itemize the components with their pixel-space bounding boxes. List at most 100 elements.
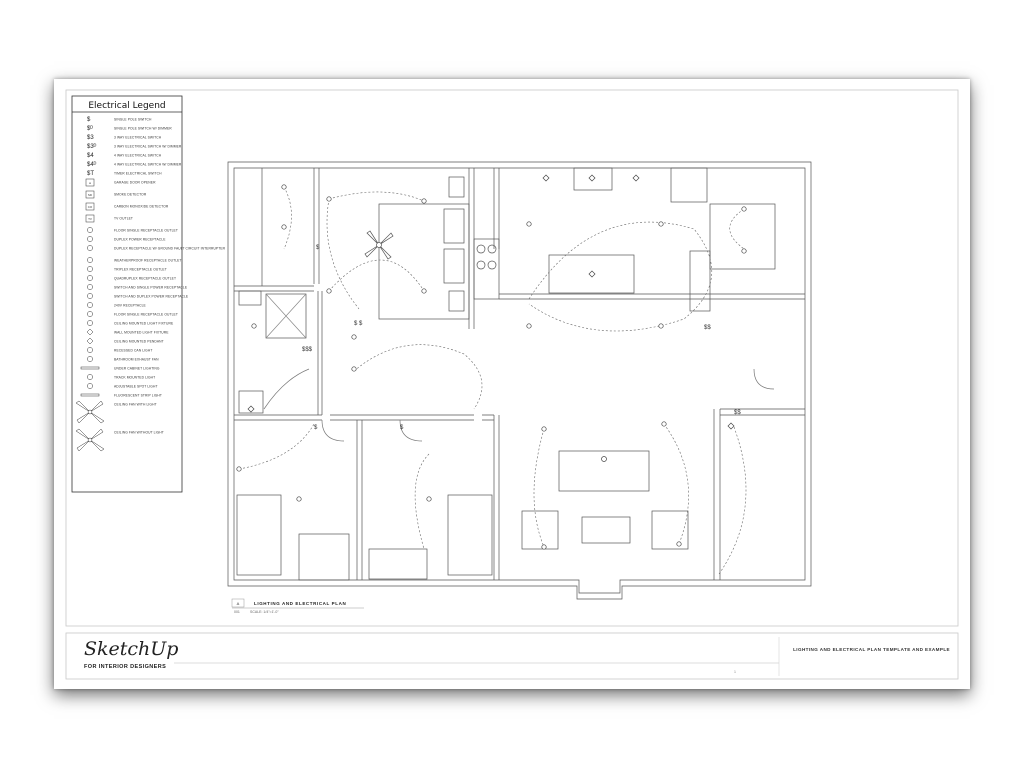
legend-symbol — [87, 356, 93, 362]
wire — [414, 453, 430, 550]
recessed-light — [541, 544, 547, 550]
legend-row: BATHROOM EXHAUST FAN — [87, 356, 159, 362]
bed-bottom-right — [447, 494, 493, 576]
outer-wall — [227, 161, 812, 600]
legend-label: SWITCH AND DUPLEX POWER RECEPTACLE — [114, 295, 189, 299]
brand-tagline: FOR INTERIOR DESIGNERS — [84, 664, 166, 670]
legend-row: CEILING MOUNTED PENDANT — [86, 337, 164, 345]
legend-row: FLOOR SINGLE RECEPTACLE OUTLET — [87, 311, 178, 317]
legend-row: SWITCH AND DUPLEX POWER RECEPTACLE — [87, 293, 189, 299]
switch-symbol: $$ — [704, 325, 711, 331]
wall-light — [601, 456, 607, 462]
caption-number: A — [237, 601, 240, 606]
legend-label: CEILING MOUNTED PENDANT — [114, 340, 164, 344]
recessed-light — [541, 426, 547, 432]
wall-segment — [356, 420, 363, 580]
legend-row: FLOOR SINGLE RECEPTACLE OUTLET — [87, 227, 178, 233]
wall-segment — [468, 168, 475, 329]
legend-row: WALL MOUNTED LIGHT FIXTURE — [86, 328, 169, 336]
switch-symbol: $ — [400, 425, 404, 431]
caption-number-box — [231, 598, 245, 608]
recessed-light — [426, 496, 432, 502]
legend-row: FLUORESCENT STRIP LIGHT — [80, 394, 162, 398]
legend-label: DUPLEX RECEPTACLE W/ GROUND FAULT CIRCUI… — [114, 247, 226, 251]
wire — [353, 344, 483, 410]
wire — [718, 426, 747, 575]
legend-symbol — [87, 293, 93, 299]
floor-plan — [227, 161, 812, 600]
armchair — [651, 510, 689, 550]
wire — [328, 191, 425, 202]
recessed-light — [296, 496, 302, 502]
wall-segment — [720, 408, 805, 416]
legend-symbol: $4 — [87, 153, 94, 159]
bed-bottom-left — [236, 494, 282, 576]
door-swing — [263, 368, 310, 410]
wire — [283, 186, 292, 250]
wall-segment — [493, 168, 500, 249]
legend-label: FLOOR SINGLE RECEPTACLE OUTLET — [114, 313, 178, 317]
legend-symbol — [87, 257, 93, 263]
wall-segment — [317, 291, 323, 415]
counter — [689, 250, 711, 312]
title-block-border — [65, 632, 959, 680]
legend-symbol — [87, 245, 93, 251]
coffee-table — [581, 516, 631, 544]
legend-row: DUPLEX POWER RECEPTACLE — [87, 236, 166, 242]
shower-x — [265, 293, 307, 339]
recessed-light — [326, 196, 332, 202]
legend-label: 4 WAY ELECTRICAL SWITCH — [114, 154, 162, 158]
caption-title: LIGHTING AND ELECTRICAL PLAN — [254, 601, 346, 606]
bed-top — [378, 203, 470, 320]
legend-symbol — [87, 266, 93, 272]
sheet-border — [65, 89, 959, 627]
legend-symbol: $4ᴰ — [87, 161, 97, 168]
brand-logo: SketchUp — [84, 638, 178, 660]
fridge — [670, 167, 708, 203]
legend-label: SWITCH AND SINGLE POWER RECEPTACLE — [114, 286, 188, 290]
recessed-light — [251, 323, 257, 329]
wall-segment — [713, 409, 721, 580]
legend-row: RECESSED CAN LIGHT — [87, 347, 152, 353]
legend-row: $4 4 WAY ELECTRICAL SWITCH — [87, 153, 162, 159]
legend-symbol — [86, 337, 94, 345]
legend-row: UNDER CABINET LIGHTING — [80, 367, 160, 371]
recessed-light — [351, 366, 357, 372]
recessed-light — [676, 541, 682, 547]
legend-symbol: CO — [85, 202, 95, 211]
legend-row: TRIPLEX RECEPTACLE OUTLET — [87, 266, 167, 272]
vanity — [238, 390, 264, 414]
legend-label: ADJUSTABLE SPOT LIGHT — [114, 385, 158, 389]
switches: $ $ $ $$$ $ $ $$ $$ — [302, 245, 741, 431]
legend-row: ● GARAGE DOOR OPENER — [85, 178, 156, 187]
legend-label: CEILING MOUNTED LIGHT FIXTURE — [114, 322, 174, 326]
legend-row: QUADRUPLEX RECEPTACLE OUTLET — [87, 275, 176, 281]
legend-symbol — [86, 328, 94, 336]
burner — [476, 244, 486, 254]
door-swing — [399, 419, 423, 442]
legend-symbol — [87, 320, 93, 326]
wall-segment — [493, 415, 500, 580]
legend-symbol — [75, 428, 105, 452]
legend-symbol: ● — [85, 178, 95, 187]
legend-label: 3 WAY ELECTRICAL SWITCH — [114, 136, 162, 140]
recessed-light — [281, 224, 287, 230]
wire — [729, 208, 748, 252]
switch-symbol: $ $ — [354, 321, 363, 327]
legend-row: CEILING FAN WITHOUT LIGHT — [75, 428, 164, 452]
legend-symbol — [87, 311, 93, 317]
pillow — [443, 208, 465, 244]
legend-symbol — [87, 347, 93, 353]
legend-label: WEATHERPROOF RECEPTACLE OUTLET — [114, 259, 182, 263]
legend-label: GARAGE DOOR OPENER — [114, 181, 156, 185]
legend-label: RECESSED CAN LIGHT — [114, 349, 152, 353]
recessed-light — [236, 466, 242, 472]
